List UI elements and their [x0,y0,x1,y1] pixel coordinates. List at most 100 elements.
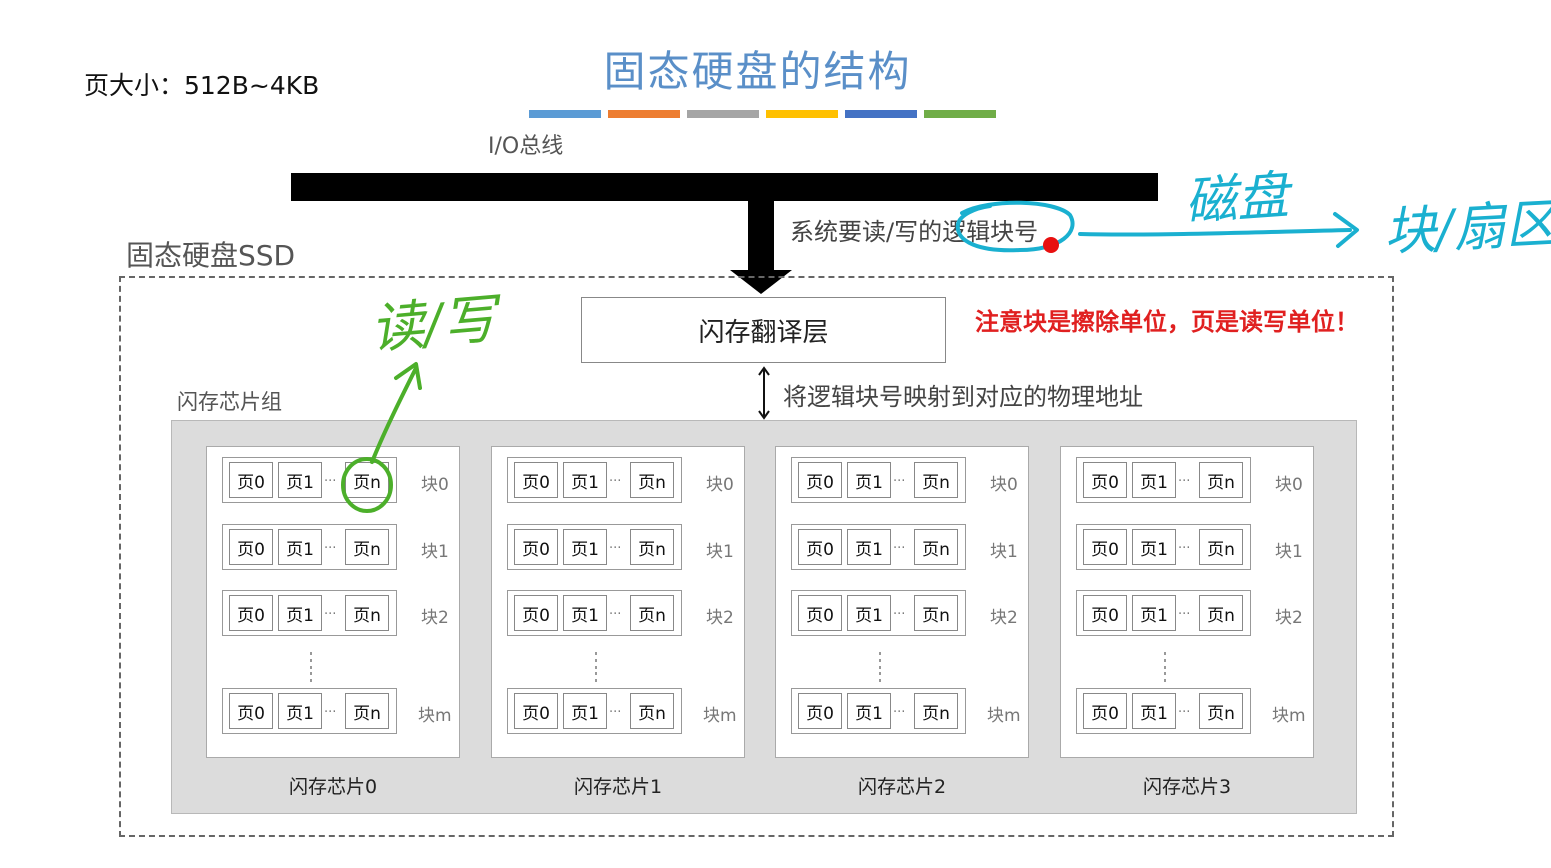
chip-group-label: 闪存芯片组 [177,390,282,414]
color-strip-segment [529,110,601,118]
block-label: 块m [1272,706,1306,726]
flash-page-p1: 页1 [563,529,607,565]
flash-page-p1: 页1 [563,595,607,631]
flash-page-p0: 页0 [229,595,273,631]
bus-arrow-stem [748,200,774,272]
color-strip-segment [687,110,759,118]
logic-block-label: 系统要读/写的逻辑块号 [790,218,1039,246]
flash-page-p1: 页1 [1132,529,1176,565]
block-label: 块1 [706,542,734,562]
block-label: 块m [418,706,452,726]
io-bus [291,173,1158,201]
flash-page-p0: 页0 [229,529,273,565]
flash-page-p0: 页0 [1083,529,1127,565]
block-label: 块m [987,706,1021,726]
mapping-label: 将逻辑块号映射到对应的物理地址 [783,383,1143,411]
flash-chip-label: 闪存芯片3 [1142,776,1232,798]
flash-chip-label: 闪存芯片0 [288,776,378,798]
flash-chip-label: 闪存芯片2 [857,776,947,798]
flash-page-p1: 页1 [847,462,891,498]
page-ellipsis: ... [609,470,622,485]
block-label: 块2 [421,608,449,628]
flash-page-pn: 页n [1199,693,1243,729]
flash-page-p1: 页1 [278,462,322,498]
flash-page-pn: 页n [630,693,674,729]
page-ellipsis: ... [893,470,906,485]
flash-page-p0: 页0 [798,462,842,498]
page-ellipsis: ... [1178,701,1191,716]
flash-page-pn: 页n [630,595,674,631]
flash-page-p0: 页0 [229,693,273,729]
flash-page-pn: 页n [345,693,389,729]
handwritten-disk-note: 磁盘 [1183,166,1296,233]
page-ellipsis: ... [893,603,906,618]
block-label: 块0 [706,475,734,495]
flash-page-p1: 页1 [1132,595,1176,631]
page-ellipsis: ... [609,701,622,716]
warning-note: 注意块是擦除单位，页是读写单位！ [975,308,1359,336]
flash-page-p0: 页0 [798,693,842,729]
block-label: 块0 [1275,475,1303,495]
vertical-ellipsis-icon [877,652,883,682]
color-strip-segment [608,110,680,118]
page-ellipsis: ... [609,537,622,552]
cyan-arrow-annotation [1078,228,1352,237]
flash-page-pn: 页n [914,529,958,565]
ssd-label: 固态硬盘SSD [126,239,296,272]
flash-page-p1: 页1 [1132,462,1176,498]
page-size-note: 页大小：512B~4KB [84,71,320,100]
block-label: 块2 [990,608,1018,628]
flash-page-p1: 页1 [278,595,322,631]
bus-arrow-head [730,270,792,294]
page-ellipsis: ... [893,701,906,716]
flash-page-p1: 页1 [278,693,322,729]
block-label: 块1 [1275,542,1303,562]
color-strip-segment [845,110,917,118]
flash-page-p1: 页1 [1132,693,1176,729]
page-title-text: 固态硬盘的结构 [603,47,912,96]
flash-page-p0: 页0 [1083,693,1127,729]
vertical-ellipsis-icon [1162,652,1168,682]
page-ellipsis: ... [893,537,906,552]
block-label: 块1 [421,542,449,562]
flash-page-p1: 页1 [278,529,322,565]
flash-page-p0: 页0 [514,595,558,631]
page-ellipsis: ... [324,470,337,485]
flash-page-p0: 页0 [229,462,273,498]
block-label: 块0 [990,475,1018,495]
flash-page-p0: 页0 [514,462,558,498]
page-ellipsis: ... [1178,603,1191,618]
flash-page-pn: 页n [345,595,389,631]
page-ellipsis: ... [324,537,337,552]
flash-page-pn: 页n [914,462,958,498]
double-arrow-icon [758,366,770,420]
page-ellipsis: ... [609,603,622,618]
block-label: 块1 [990,542,1018,562]
red-dot-marker [1043,237,1059,253]
flash-page-p0: 页0 [798,529,842,565]
flash-page-p1: 页1 [847,693,891,729]
color-strip-segment [766,110,838,118]
flash-page-pn: 页n [345,529,389,565]
io-bus-label: I/O总线 [488,134,564,159]
ftl-label: 闪存翻译层 [698,317,829,348]
block-label: 块0 [421,475,449,495]
page-ellipsis: ... [1178,537,1191,552]
handwritten-block-sector-note: 块/扇区 [1383,194,1551,263]
flash-page-pn: 页n [630,529,674,565]
